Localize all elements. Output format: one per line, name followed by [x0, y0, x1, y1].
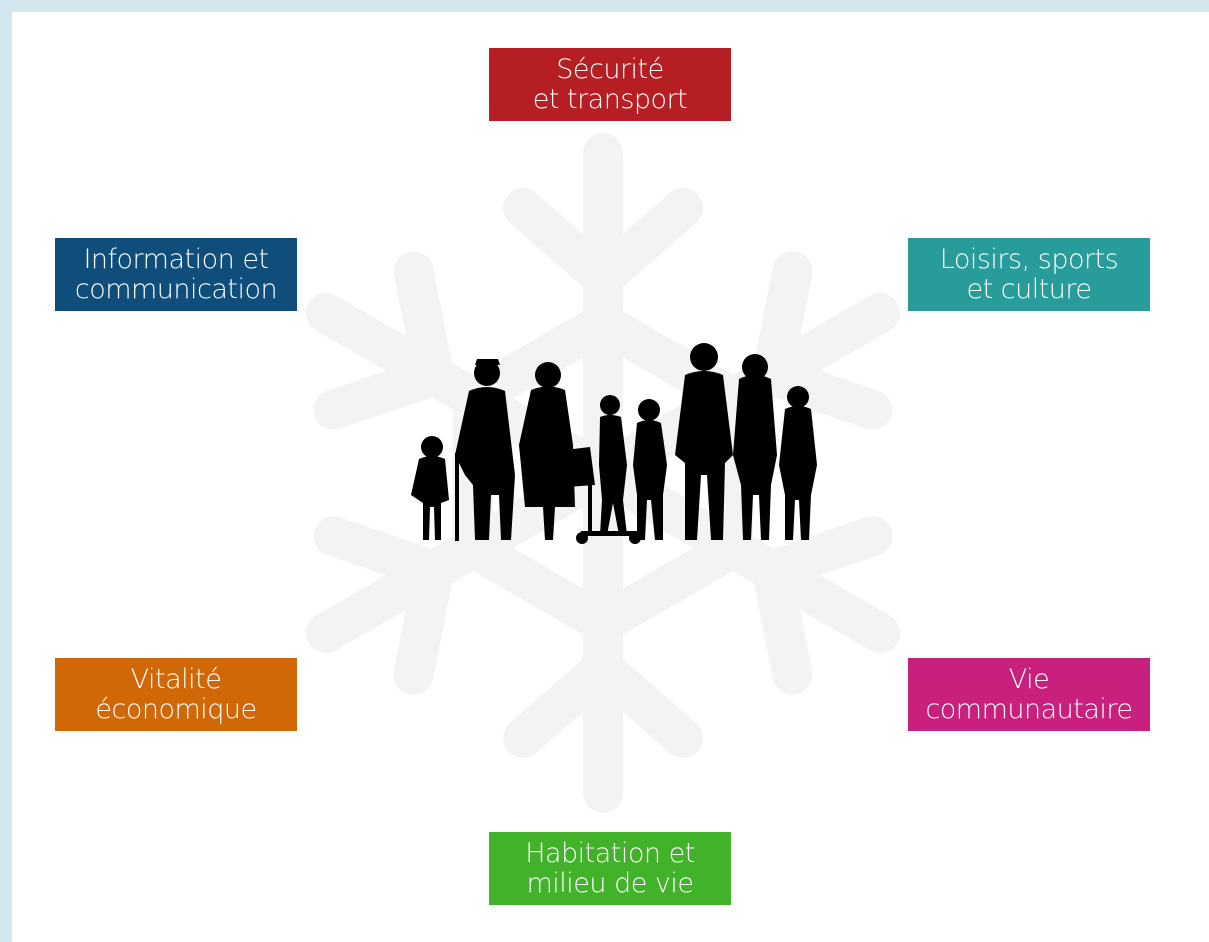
category-box-vie-communautaire: Vie communautaire — [908, 658, 1150, 731]
category-label-line2: économique — [95, 693, 257, 725]
category-label-line2: communautaire — [925, 693, 1133, 725]
category-box-information-communication: Information et communication — [55, 238, 297, 311]
category-box-vitalite-economique: Vitalité économique — [55, 658, 297, 731]
category-box-loisirs-sports-culture: Loisirs, sports et culture — [908, 238, 1150, 311]
family-silhouette-icon — [411, 343, 817, 544]
category-label-line1: Sécurité — [556, 53, 664, 85]
category-label-line2: et culture — [966, 273, 1092, 305]
category-label-line1: Vie — [1008, 663, 1050, 695]
category-label-line2: milieu de vie — [526, 867, 694, 899]
category-label-line1: Vitalité — [130, 663, 222, 695]
category-label-line1: Information et — [83, 243, 269, 275]
category-label-line2: communication — [74, 273, 278, 305]
category-box-habitation-milieu-de-vie: Habitation et milieu de vie — [489, 832, 731, 905]
category-label-line1: Loisirs, sports — [939, 243, 1119, 275]
category-label-line2: et transport — [532, 83, 688, 115]
category-box-securite-transport: Sécurité et transport — [489, 48, 731, 121]
category-label-line1: Habitation et — [525, 837, 695, 869]
